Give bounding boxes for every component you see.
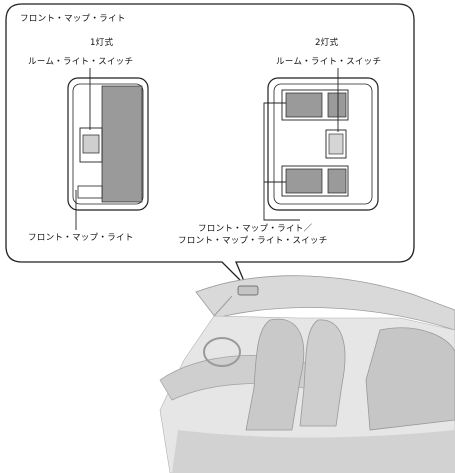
car-interior-illustration (159, 275, 455, 473)
room-light-switch-label-two: ルーム・ライト・スイッチ (276, 57, 382, 67)
front-map-light-switch-label-two: フロント・マップ・ライト・スイッチ (178, 236, 328, 246)
single-lamp-type-label: 1灯式 (90, 38, 114, 48)
double-lamp-unit (267, 77, 379, 211)
room-light-switch-label-one: ルーム・ライト・スイッチ (28, 57, 134, 67)
single-lamp-unit (67, 77, 149, 211)
callout-box (5, 3, 415, 287)
front-map-light-label-one: フロント・マップ・ライト (28, 233, 134, 243)
double-lamp-type-label: 2灯式 (315, 38, 339, 48)
leader-map-light-two (263, 102, 300, 221)
front-map-light-label-two: フロント・マップ・ライト／ (198, 224, 313, 234)
diagram-title: フロント・マップ・ライト (20, 14, 126, 24)
